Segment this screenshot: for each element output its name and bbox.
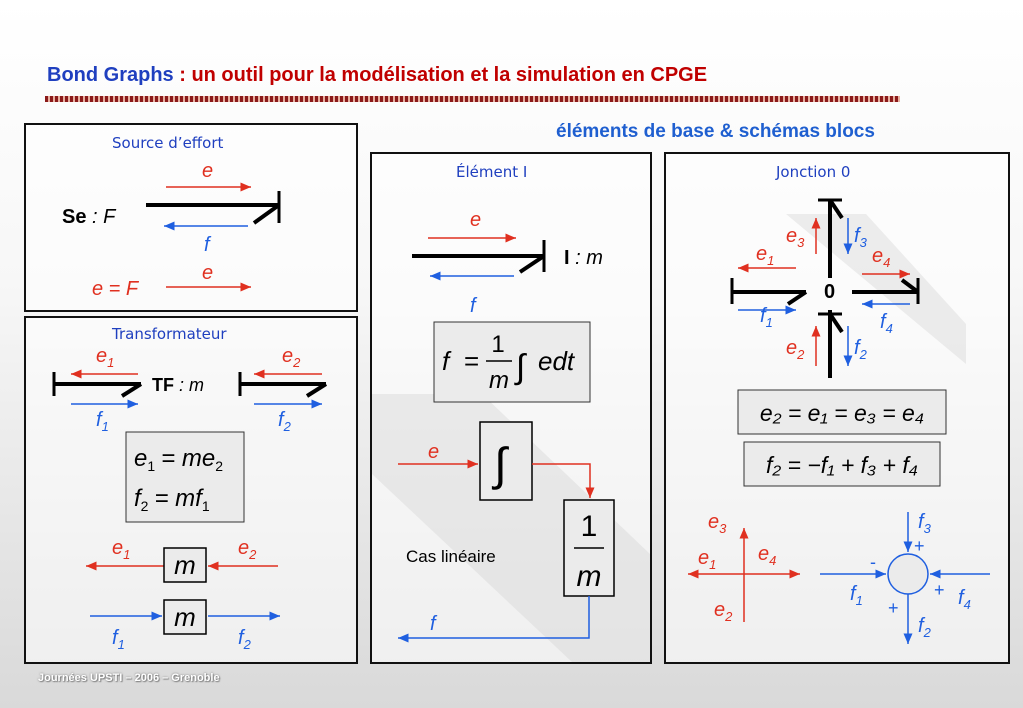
- j0-flow-eq-box: [743, 441, 941, 487]
- ei-formula-edt: edt: [538, 346, 576, 376]
- se-e-label: e: [202, 160, 213, 182]
- j0-bond-2-half-arrow: [828, 312, 844, 334]
- tf-eq2: f2= mf1: [134, 485, 210, 514]
- j0-f3-label: f3: [854, 225, 868, 250]
- se-e2-label: e: [202, 262, 213, 284]
- panel-transformateur: Transformateur e1 f1 TF : m e2 f2 e1= me…: [24, 316, 358, 664]
- j0-sum-f3-sign: +: [914, 536, 925, 556]
- j0-e2-label: e2: [786, 337, 805, 362]
- tf-block-f1-label: f1: [112, 627, 125, 652]
- tf-f2-label: f2: [278, 409, 292, 434]
- panel-title-jonction-0: Jonction 0: [776, 163, 851, 181]
- ei-e-label: e: [470, 209, 481, 231]
- ei-integrator-symbol: ∫: [491, 438, 509, 490]
- page-title: Bond Graphs : un outil pour la modélisat…: [47, 64, 707, 87]
- ei-block-f-label: f: [430, 613, 438, 635]
- panel-source-effort: Source d’effort e f Se : F e e = F: [24, 123, 358, 312]
- ei-gain-den: m: [577, 560, 602, 593]
- j0-cross-e3-label: e3: [708, 511, 727, 536]
- tf-block-f2-label: f2: [238, 627, 252, 652]
- source-effort-diagram: e f Se : F e e = F: [62, 160, 281, 300]
- ei-block-e-label: e: [428, 441, 439, 463]
- ei-integrator-block: [479, 421, 533, 501]
- tf-block1-m: [163, 547, 207, 583]
- j0-sum-f2-sign: +: [888, 598, 899, 618]
- tf-block2-m: [163, 599, 207, 635]
- se-equation: e = F: [92, 278, 140, 300]
- panel-jonction-0: Jonction 0 0 e3 f3 e1 f1 e4 f4: [664, 152, 1010, 664]
- panel-title-element-i: Élément I: [456, 163, 528, 181]
- j0-e3-label: e3: [786, 225, 805, 250]
- tf-eq1: e1= me2: [134, 445, 223, 474]
- se-f-label: f: [204, 234, 212, 256]
- tf-e1-label: e1: [96, 345, 114, 370]
- title-underline: [45, 96, 900, 102]
- ei-gain-num: 1: [581, 510, 598, 543]
- tf-equation-box: [125, 431, 245, 523]
- ei-block-to-gain: [532, 463, 595, 498]
- j0-sum-f4-label: f4: [958, 587, 971, 612]
- j0-sum-f2-label: f2: [918, 615, 932, 640]
- ei-formula-box: [433, 321, 591, 403]
- j0-effort-eq-box: [737, 389, 947, 435]
- j0-zero: 0: [824, 281, 835, 303]
- j0-bond-1-half-arrow: [786, 290, 808, 306]
- j0-flow-eq: f₂ = −f₁ + f₃ + f₄: [766, 452, 918, 478]
- j0-summing-junction: [887, 553, 929, 595]
- panel-title-source-effort: Source d’effort: [112, 134, 224, 152]
- j0-e4-label: e4: [872, 245, 890, 270]
- tf-e2-label: e2: [282, 345, 301, 370]
- panel-title-transformateur: Transformateur: [112, 325, 227, 343]
- subtitle: éléments de base & schémas blocs: [556, 121, 875, 142]
- ei-cas-lineaire: Cas linéaire: [406, 547, 496, 566]
- tf-right-half-arrow: [305, 382, 328, 398]
- panel-element-i: Élément I e f I : m f = 1 m ∫ edt e ∫ 1 …: [370, 152, 652, 664]
- tf-block-e1-label: e1: [112, 537, 130, 562]
- j0-sum-f4-sign: +: [934, 580, 945, 600]
- jonction-0-diagram: 0 e3 f3 e1 f1 e4 f4 e2 f2 e₂ = e₁: [688, 198, 990, 644]
- tf-block2-m-label: m: [174, 602, 196, 632]
- ei-formula-f: f: [442, 346, 452, 376]
- j0-f1-label: f1: [760, 305, 773, 330]
- j0-sum-f1-label: f1: [850, 583, 863, 608]
- ei-i-label: I : m: [564, 247, 603, 269]
- j0-cross-e1-label: e1: [698, 547, 716, 572]
- tf-left-half-arrow: [120, 382, 143, 398]
- tf-f1-label: f1: [96, 409, 109, 434]
- ei-bond-half-arrow: [518, 254, 546, 274]
- j0-cross-e4-label: e4: [758, 543, 776, 568]
- ei-formula-num: 1: [491, 331, 504, 358]
- ei-f-label: f: [470, 295, 478, 317]
- title-rest: : un outil pour la modélisation et la si…: [173, 64, 708, 86]
- ei-formula-integral: ∫: [514, 348, 527, 386]
- element-i-diagram: e f I : m f = 1 m ∫ edt e ∫ 1 m Cas liné…: [372, 209, 650, 662]
- j0-f2-label: f2: [854, 337, 868, 362]
- footer: Journées UPSTI – 2006 – Grenoble: [38, 672, 220, 684]
- ei-gain-out-arrow: [398, 596, 590, 643]
- j0-effort-eq: e₂ = e₁ = e₃ = e₄: [760, 400, 924, 426]
- j0-e1-label: e1: [756, 243, 774, 268]
- transformateur-diagram: e1 f1 TF : m e2 f2 e1= me2 f2= mf1 e1 e2…: [52, 345, 328, 652]
- j0-cross-e2-label: e2: [714, 599, 733, 624]
- se-label: Se : F: [62, 206, 117, 228]
- title-bond-graphs: Bond Graphs: [47, 64, 174, 86]
- se-bond-half-arrow: [252, 203, 281, 225]
- tf-block1-m-label: m: [174, 550, 196, 580]
- tf-block-e2-label: e2: [238, 537, 257, 562]
- background-stripe: [786, 214, 966, 364]
- j0-f4-label: f4: [880, 311, 893, 336]
- ei-formula-den: m: [489, 367, 509, 394]
- j0-bond-4-half-arrow: [900, 278, 920, 294]
- j0-sum-f3-label: f3: [918, 511, 932, 536]
- j0-bond-3-half-arrow: [828, 198, 844, 220]
- ei-formula-eq: =: [464, 346, 479, 376]
- j0-sum-f1-sign: -: [870, 552, 876, 572]
- tf-label: TF : m: [152, 375, 204, 395]
